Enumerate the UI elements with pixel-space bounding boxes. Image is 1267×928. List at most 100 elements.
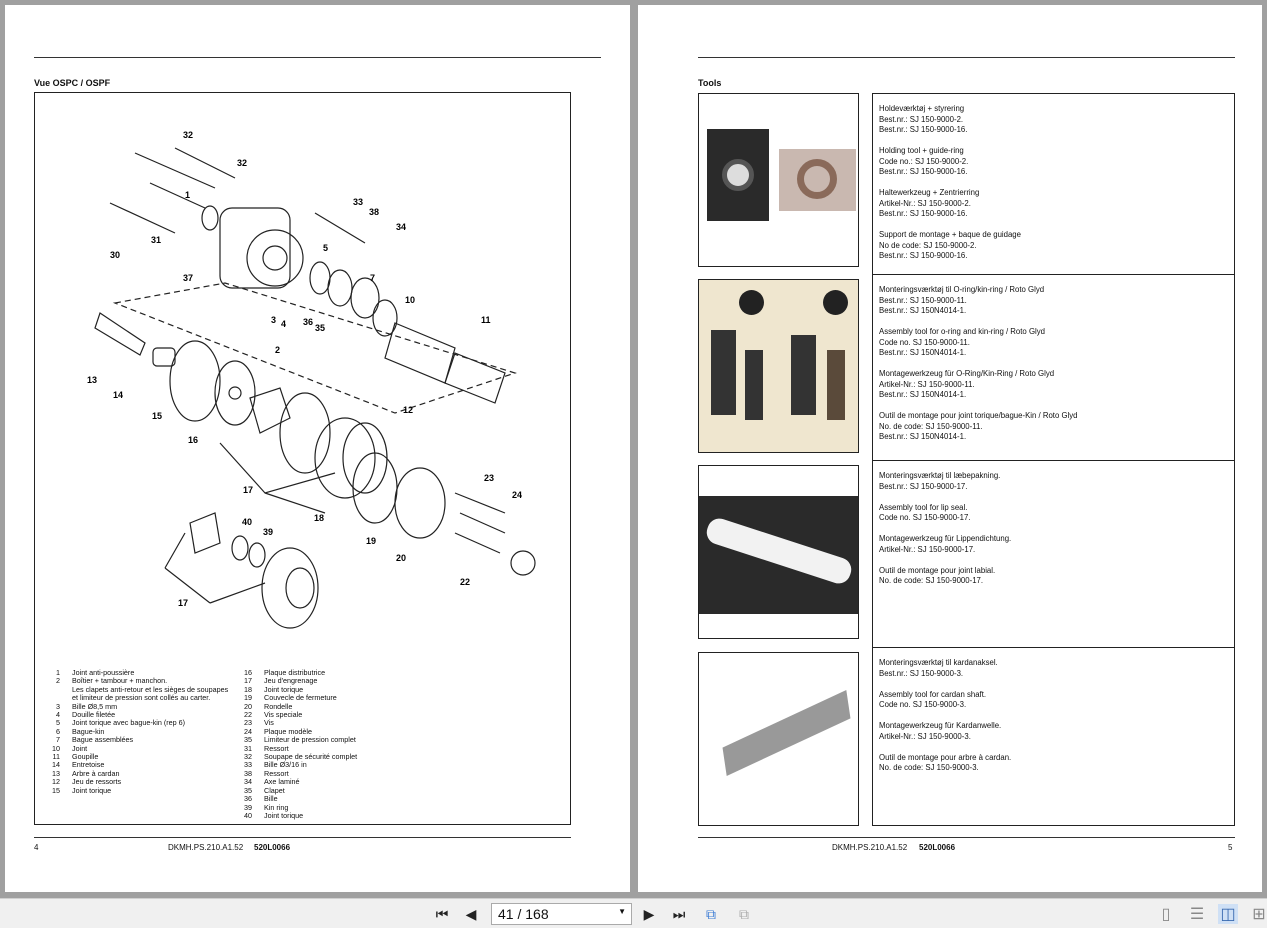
tool-description: Montagewerkzeug für Kardanwelle.Artikel-…	[879, 721, 1228, 742]
tool-text-line: Artikel-Nr.: SJ 150-9000-3.	[879, 731, 971, 741]
tool-text-line: Montagewerkzeug für Kardanwelle.	[879, 721, 1002, 730]
tool-text-line: Best.nr.: SJ 150N4014-1.	[879, 306, 967, 315]
part-number: 7	[56, 735, 60, 745]
part-name: Joint torique	[264, 810, 304, 820]
part-number: 6	[56, 726, 60, 736]
part-number: 23	[244, 718, 252, 728]
tool-description: Outil de montage pour joint torique/bagu…	[879, 411, 1228, 443]
last-page-button[interactable]: ⏭	[672, 905, 686, 922]
part-number: 10	[52, 743, 60, 753]
callout-number: 32	[237, 158, 247, 168]
part-number: 11	[52, 752, 60, 762]
part-number: 35	[244, 785, 252, 795]
callout-number: 24	[512, 490, 522, 500]
part-number: 4	[56, 710, 60, 720]
tool-text-line: Best.nr.: SJ 150-9000-11.	[879, 295, 967, 305]
part-name: Boîtier + tambour + manchon.	[72, 676, 168, 686]
part-name: Kin ring	[264, 802, 289, 812]
callout-number: 31	[151, 235, 161, 245]
single-page-view-icon[interactable]: ▯	[1161, 906, 1171, 923]
tool-description: Assembly tool for o-ring and kin-ring / …	[879, 327, 1228, 359]
callout-number: 39	[263, 527, 273, 537]
part-name: Bague-kin	[72, 726, 105, 736]
tool-entry: Monteringsværktøj til læbepakning.Best.n…	[873, 460, 1234, 607]
part-name: Couvecle de fermeture	[264, 693, 337, 703]
tool-text-line: Artikel-Nr.: SJ 150-9000-17.	[879, 544, 976, 554]
part-name: Plaque modèle	[264, 726, 312, 736]
tool-text-line: Haltewerkzeug + Zentrierring	[879, 188, 980, 197]
tool-text-line: Best.nr.: SJ 150-9000-16.	[879, 251, 968, 260]
chevron-down-icon: ▼	[618, 907, 626, 916]
tool-photo-cardan-shaft	[698, 652, 859, 826]
part-name: Soupape de sécurité complet	[264, 752, 358, 762]
doc-code: DKMH.PS.210.A1.52	[832, 843, 908, 852]
part-number: 34	[244, 777, 252, 787]
callout-number: 7	[370, 273, 375, 283]
tool-text-line: Best.nr.: SJ 150N4014-1.	[879, 432, 967, 441]
go-back-icon[interactable]: ⧉	[706, 905, 716, 922]
section-title: Tools	[698, 78, 722, 88]
tool-photo-holding-tool	[698, 93, 859, 267]
part-number: 36	[244, 794, 252, 804]
part-name: Vis	[264, 718, 274, 728]
callout-number: 3	[271, 315, 276, 325]
next-page-icon[interactable]: ▶	[643, 905, 655, 922]
part-name: Joint torique avec bague-kin (rep 6)	[72, 718, 186, 728]
two-page-view-icon[interactable]: ◫	[1218, 904, 1238, 924]
tool-description: Outil de montage pour arbre à cardan.No.…	[879, 753, 1228, 774]
first-page-button[interactable]: ⏮	[435, 905, 449, 922]
page-number: 4	[34, 843, 39, 852]
two-page-continuous-view-icon[interactable]: ⊞	[1252, 906, 1266, 923]
header-rule	[34, 57, 601, 58]
tool-text-line: Best.nr.: SJ 150-9000-16.	[879, 209, 968, 218]
part-name: Bille	[264, 794, 278, 804]
previous-page-icon[interactable]: ◀	[465, 905, 477, 922]
go-forward-icon[interactable]: ⧉	[739, 905, 749, 922]
callout-number: 1	[185, 190, 190, 200]
part-number: 38	[244, 768, 252, 778]
footer-rule	[698, 837, 1235, 838]
header-rule	[698, 57, 1235, 58]
callout-number: 13	[87, 375, 97, 385]
tool-text-line: Best.nr.: SJ 150-9000-3.	[879, 668, 964, 678]
continuous-view-icon[interactable]: ☰	[1189, 906, 1205, 923]
legend-row: 23 Vis	[238, 718, 357, 728]
tool-text-line: Outil de montage pour joint torique/bagu…	[879, 411, 1078, 420]
part-name: Rondelle	[264, 701, 293, 711]
tool-text-line: Code no. SJ 150-9000-3.	[879, 700, 967, 709]
part-number: 3	[56, 701, 60, 711]
page-selector[interactable]: 41 / 168▼	[491, 903, 632, 925]
tool-text-line: Code no.: SJ 150-9000-2.	[879, 156, 969, 166]
tool-text-line: Monteringsværktøj til kardanaksel.	[879, 658, 998, 667]
part-name: Les clapets anti-retour et les sièges de…	[72, 684, 229, 694]
part-name: Joint torique	[264, 684, 304, 694]
part-number: 19	[244, 693, 252, 703]
tool-text-line: Artikel-Nr.: SJ 150-9000-2.	[879, 198, 971, 208]
callout-number: 11	[481, 315, 491, 325]
callout-number: 19	[366, 536, 376, 546]
tool-entry: Monteringsværktøj til kardanaksel.Best.n…	[873, 647, 1234, 794]
part-name: Bille Ø3/16 in	[264, 760, 307, 770]
tool-text-line: Best.nr.: SJ 150-9000-16.	[879, 125, 968, 134]
tool-photo-assembly-oring	[698, 279, 859, 453]
part-name: Axe laminé	[264, 777, 300, 787]
callout-number: 17	[178, 598, 188, 608]
tool-text-line: No. de code: SJ 150-9000-3.	[879, 763, 979, 772]
